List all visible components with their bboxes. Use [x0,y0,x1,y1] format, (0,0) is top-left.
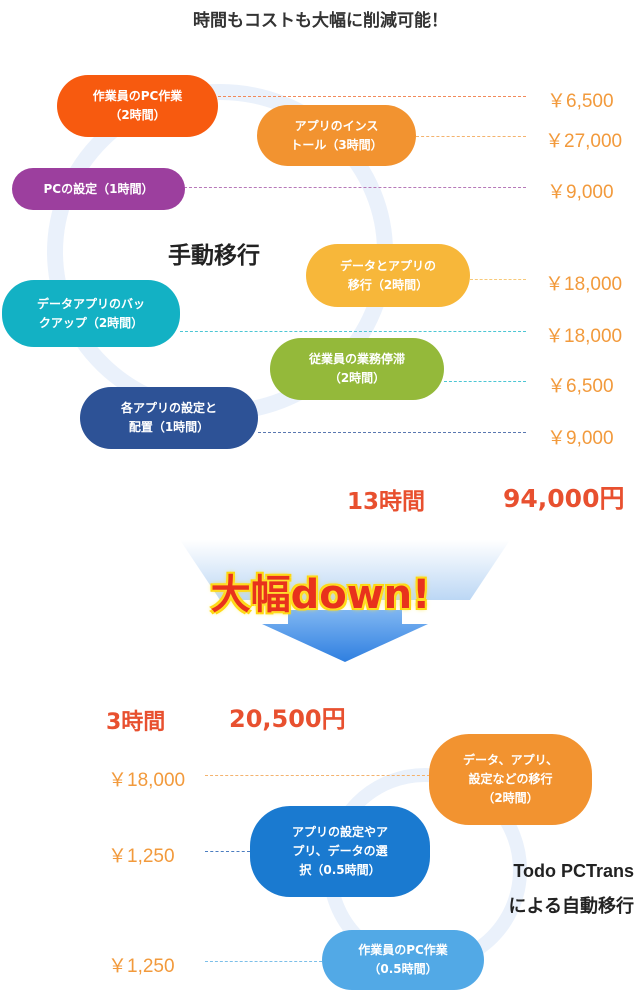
price-value: ￥18,000 [545,326,623,347]
task-pill: 従業員の業務停滞 （2時間） [270,338,444,400]
connector-line [184,187,526,188]
task-pill: 作業員のPC作業 （2時間） [57,75,218,137]
task-pill: データアプリのバッ クアップ（2時間） [2,280,180,347]
price-value: ￥18,000 [545,274,623,295]
task-pill: アプリのインス トール（3時間） [257,105,416,166]
manual-total-cost: 94,000円 [503,484,625,513]
reduction-banner: 大幅down! [210,572,431,618]
manual-total-time: 13時間 [347,489,426,515]
price-value: ￥9,000 [547,428,614,449]
price-value: ￥1,250 [108,956,175,977]
price-value: ￥6,500 [547,91,614,112]
connector-line [205,851,250,852]
connector-line [205,775,430,776]
task-pill: データとアプリの 移行（2時間） [306,244,470,307]
manual-title: 手動移行 [168,243,260,269]
connector-line [444,381,526,382]
task-pill: 作業員のPC作業 （0.5時間） [322,930,484,990]
auto-total-time: 3時間 [106,710,166,735]
connector-line [180,331,526,332]
auto-total-cost: 20,500円 [229,705,346,733]
price-value: ￥18,000 [108,770,186,791]
task-pill: データ、アプリ、 設定などの移行 （2時間） [429,734,592,825]
connector-line [416,136,526,137]
task-pill: PCの設定（1時間） [12,168,185,210]
connector-line [258,432,526,433]
headline: 時間もコストも大幅に削減可能！ [193,11,448,31]
auto-title-line1: Todo PCTrans [513,861,634,881]
connector-line [470,279,526,280]
price-value: ￥27,000 [545,131,623,152]
price-value: ￥1,250 [108,846,175,867]
task-pill: アプリの設定やア プリ、データの選 択（0.5時間） [250,806,430,897]
connector-line [218,96,526,97]
task-pill: 各アプリの設定と 配置（1時間） [80,387,258,449]
auto-title-line2: による自動移行 [508,896,634,917]
price-value: ￥6,500 [547,376,614,397]
connector-line [205,961,322,962]
price-value: ￥9,000 [547,182,614,203]
